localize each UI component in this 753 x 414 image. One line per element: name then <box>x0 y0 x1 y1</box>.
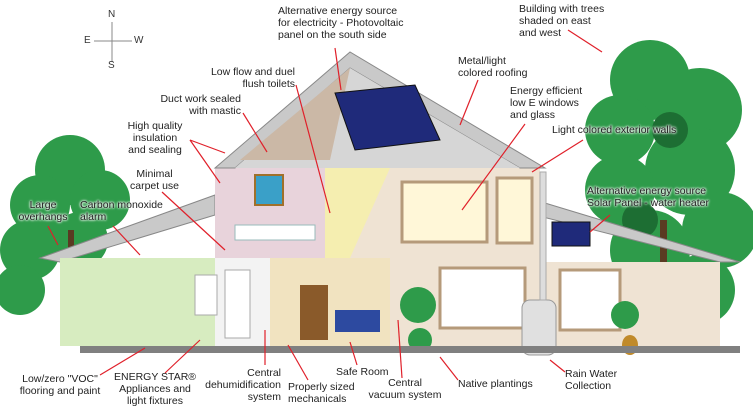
label-voc: Low/zero "VOC"flooring and paint <box>19 373 101 397</box>
photovoltaic-panel <box>334 84 441 151</box>
compass-north: N <box>108 9 116 20</box>
label-safe-room: Safe Room <box>336 366 389 378</box>
kitchen-room <box>60 258 215 346</box>
label-plantings: Native plantings <box>458 378 533 390</box>
compass-south: S <box>108 60 115 71</box>
compass-west: W <box>134 35 144 46</box>
label-walls: Light colored exterior walls <box>552 124 677 136</box>
callout-arrows <box>47 29 611 381</box>
solar-water-heater-panel <box>551 221 591 247</box>
compass-east: E <box>84 35 91 46</box>
rain-barrel <box>521 299 557 356</box>
